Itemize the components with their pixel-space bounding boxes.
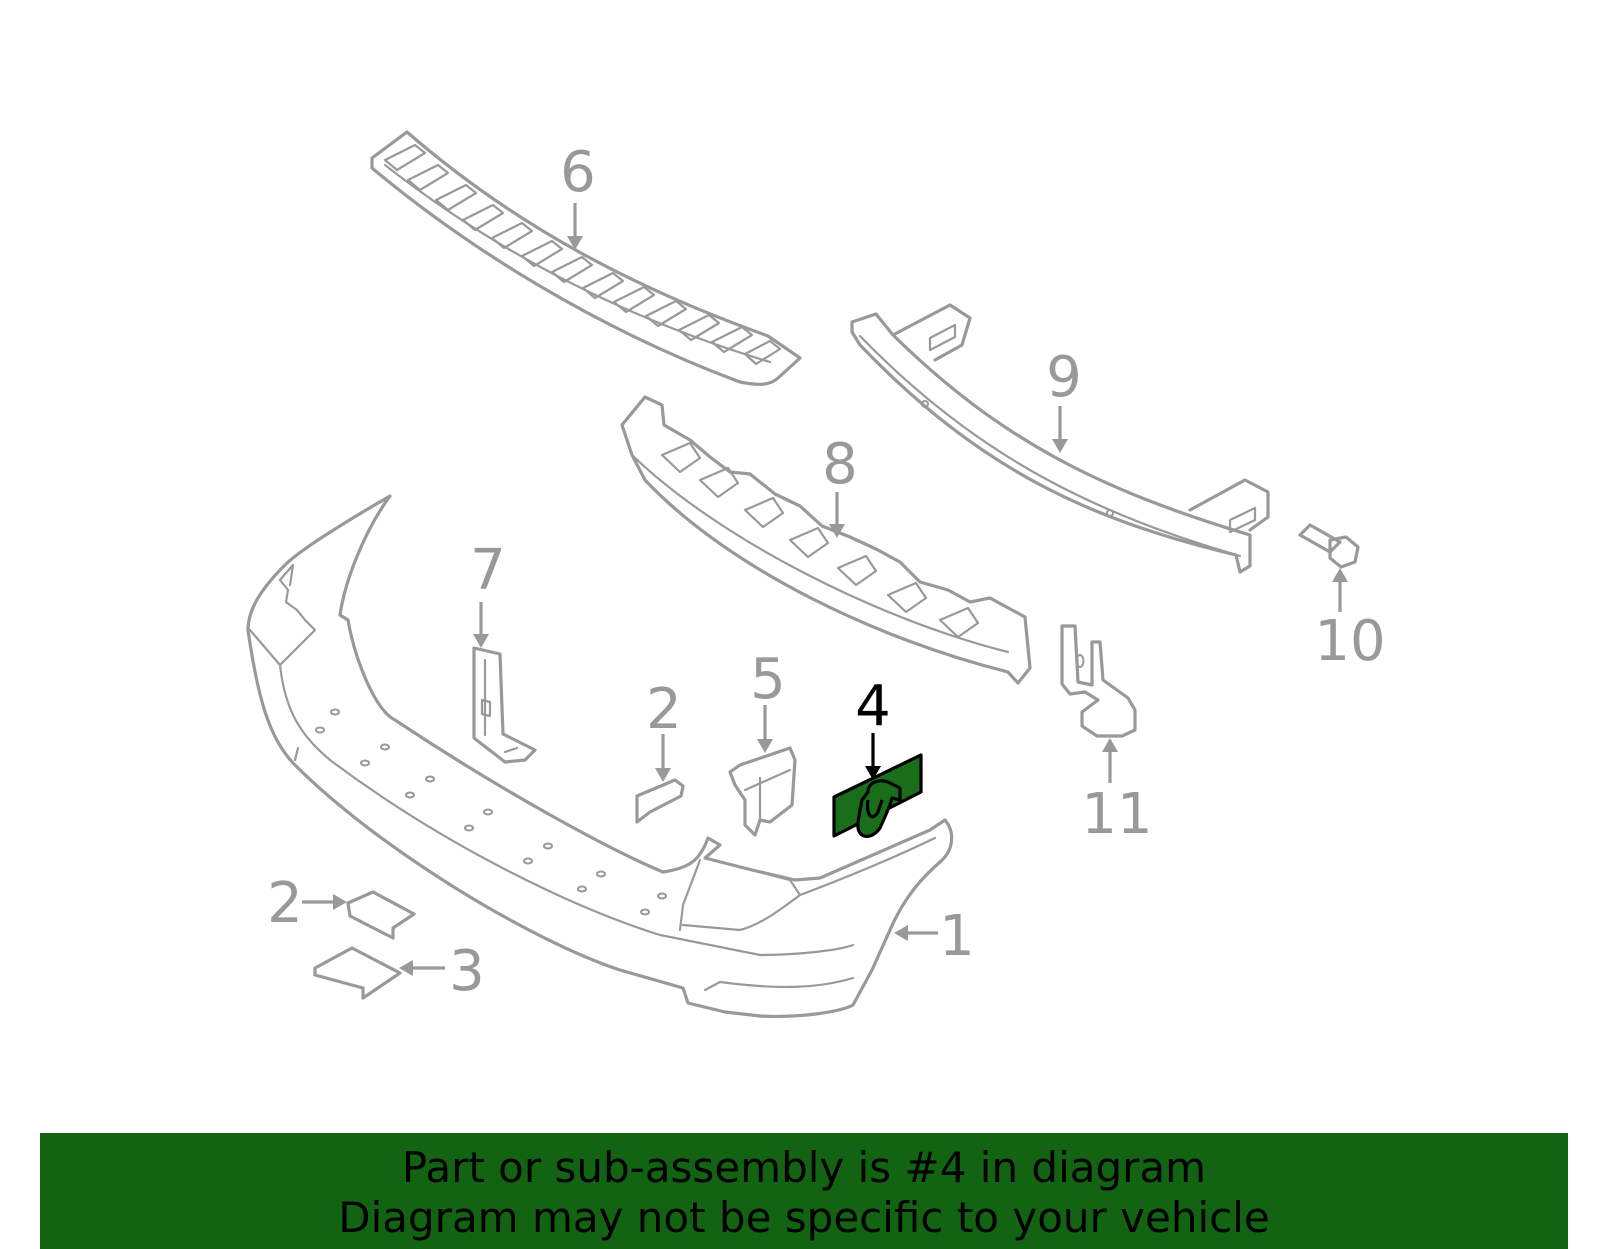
callout-5: 5 [750,647,786,712]
leader-4 [865,733,881,780]
part-1-bumper-cover[interactable] [246,494,954,1018]
callout-4: 4 [855,674,891,739]
leader-9 [1052,406,1068,453]
leader-6 [567,203,583,250]
leader-5 [757,705,773,753]
info-banner: Part or sub-assembly is #4 in diagram Di… [40,1133,1568,1249]
banner-line-1: Part or sub-assembly is #4 in diagram [401,1143,1207,1192]
leader-7 [473,602,489,648]
callout-7: 7 [470,538,506,603]
callout-1: 1 [939,904,975,969]
callout-3: 3 [449,939,485,1004]
leader-2b [302,894,347,910]
leader-8 [829,492,845,538]
leader-11 [1102,738,1118,783]
leader-3 [399,960,445,976]
part-3-pad[interactable] [313,946,402,1000]
part-4-retainer-highlighted[interactable] [832,753,923,838]
part-10-bolt[interactable] [1298,523,1360,569]
callout-2-lower: 2 [267,871,303,936]
part-6-step-pad[interactable] [370,130,802,386]
part-11-bracket[interactable] [1060,624,1137,738]
part-7-bracket[interactable] [472,646,537,764]
part-5-bracket[interactable] [728,746,797,837]
callout-6: 6 [560,140,596,205]
callout-11: 11 [1081,782,1152,847]
banner-line-2: Diagram may not be specific to your vehi… [338,1193,1270,1242]
leader-1 [894,925,938,941]
callout-2-upper: 2 [646,677,682,742]
leader-2a [655,734,671,782]
callout-8: 8 [822,432,858,497]
part-9-reinforcement-beam[interactable] [850,303,1270,574]
callout-10: 10 [1314,609,1385,674]
part-2-bracket-upper[interactable] [635,778,685,824]
part-8-energy-absorber[interactable] [620,395,1032,685]
part-2-pad-lower[interactable] [346,890,416,940]
leader-10 [1332,568,1348,612]
callout-9: 9 [1046,345,1082,410]
